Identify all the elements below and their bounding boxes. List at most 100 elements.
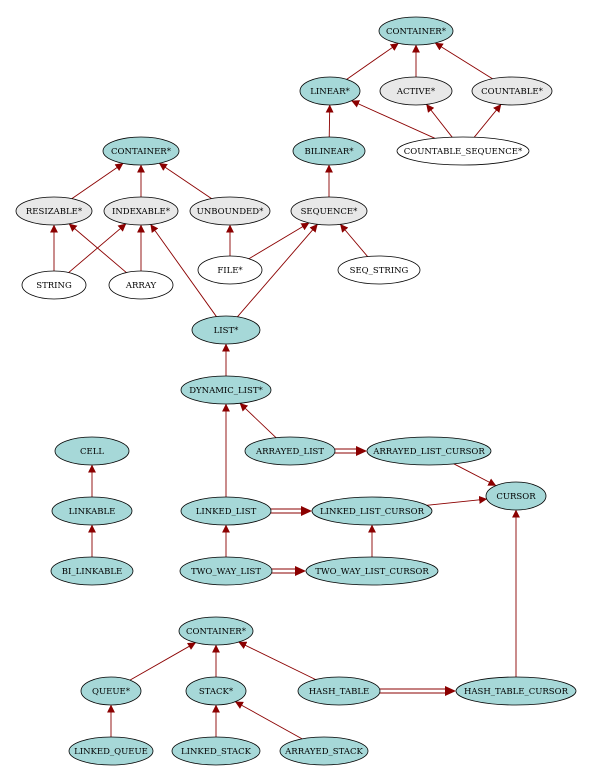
class-node-two-way-list[interactable]: TWO_WAY_LIST: [179, 556, 273, 586]
class-node-queue[interactable]: QUEUE*: [80, 676, 142, 706]
class-node-label: RESIZABLE*: [26, 207, 83, 217]
class-node-seq-string[interactable]: SEQ_STRING: [337, 255, 421, 285]
class-node-ellipse: [185, 676, 247, 706]
class-node-ellipse: [191, 315, 261, 345]
class-node-ellipse: [396, 136, 530, 166]
client-edge-two-way-list-to-two-way-list-cursor: [272, 566, 306, 576]
class-node-ellipse: [50, 556, 134, 586]
class-node-hash-table[interactable]: HASH_TABLE: [297, 676, 381, 706]
class-node-indexable[interactable]: INDEXABLE*: [103, 196, 179, 226]
class-node-ellipse: [171, 736, 261, 766]
class-node-label: ARRAYED_STACK: [284, 747, 363, 757]
client-arrowhead: [445, 686, 456, 696]
edges-layer: [50, 42, 520, 740]
class-node-list[interactable]: LIST*: [191, 315, 261, 345]
class-node-label: LINKED_STACK: [181, 747, 252, 757]
class-node-container-bot[interactable]: CONTAINER*: [178, 616, 254, 646]
inherit-edge-array-to-resizable: [68, 223, 127, 273]
class-node-ellipse: [80, 676, 142, 706]
inherit-edge-countable-to-container-top: [434, 42, 493, 80]
class-node-label: LINKED_QUEUE: [74, 747, 148, 757]
class-node-dynamic-list[interactable]: DYNAMIC_LIST*: [180, 375, 272, 405]
class-node-ellipse: [379, 76, 453, 106]
class-node-label: CONTAINER*: [386, 27, 447, 37]
class-node-label: QUEUE*: [92, 687, 131, 697]
class-node-ellipse: [292, 136, 366, 166]
class-node-arrayed-list-cursor[interactable]: ARRAYED_LIST_CURSOR: [366, 436, 492, 466]
class-node-label: FILE*: [217, 266, 243, 276]
class-node-linked-queue[interactable]: LINKED_QUEUE: [68, 736, 154, 766]
inherit-edge-linear-to-container-top: [346, 42, 399, 80]
inherit-edge-arrayed-list-cursor-to-cursor: [453, 463, 497, 487]
class-node-bilinear[interactable]: BILINEAR*: [292, 136, 366, 166]
class-node-countable-sequence[interactable]: COUNTABLE_SEQUENCE*: [396, 136, 530, 166]
client-edge-linked-list-to-linked-list-cursor: [271, 506, 312, 516]
class-node-label: COUNTABLE*: [481, 87, 544, 97]
class-node-sequence[interactable]: SEQUENCE*: [290, 196, 368, 226]
inherit-edge-countable-sequence-to-countable: [473, 104, 502, 138]
inherit-edge-resizable-to-container-mid: [71, 162, 124, 200]
class-node-linked-stack[interactable]: LINKED_STACK: [171, 736, 261, 766]
class-node-cell[interactable]: CELL: [54, 436, 130, 466]
class-node-ellipse: [180, 496, 272, 526]
class-node-string[interactable]: STRING: [21, 270, 87, 300]
class-node-label: COUNTABLE_SEQUENCE*: [404, 147, 523, 157]
class-node-hash-table-cursor[interactable]: HASH_TABLE_CURSOR: [455, 676, 577, 706]
class-node-label: HASH_TABLE: [309, 687, 369, 697]
class-node-linked-list-cursor[interactable]: LINKED_LIST_CURSOR: [311, 496, 433, 526]
inherit-edge-list-to-sequence: [237, 224, 318, 318]
class-node-array[interactable]: ARRAY: [108, 270, 174, 300]
class-node-ellipse: [471, 76, 553, 106]
class-node-two-way-list-cursor[interactable]: TWO_WAY_LIST_CURSOR: [305, 556, 439, 586]
class-node-ellipse: [102, 136, 180, 166]
class-node-container-mid[interactable]: CONTAINER*: [102, 136, 180, 166]
class-node-label: ARRAYED_LIST: [255, 447, 324, 457]
inherit-edge-bilinear-to-linear: [325, 104, 334, 138]
nodes-layer: CONTAINER* LINEAR* ACTIVE* COUNTABLE* BILINE…: [15, 16, 577, 766]
class-node-ellipse: [311, 496, 433, 526]
client-arrowhead: [301, 506, 312, 516]
class-node-label: STACK*: [199, 687, 234, 697]
class-node-unbounded[interactable]: UNBOUNDED*: [189, 196, 271, 226]
class-node-ellipse: [299, 76, 361, 106]
class-node-file[interactable]: FILE*: [197, 255, 263, 285]
inherit-edge-queue-to-container-bot: [129, 642, 196, 681]
inherit-edge-hash-table-to-container-bot: [238, 641, 316, 680]
class-node-ellipse: [337, 255, 421, 285]
class-node-label: ACTIVE*: [396, 87, 436, 97]
class-node-linked-list[interactable]: LINKED_LIST: [180, 496, 272, 526]
class-node-countable[interactable]: COUNTABLE*: [471, 76, 553, 106]
class-node-ellipse: [54, 436, 130, 466]
class-node-arrayed-list[interactable]: ARRAYED_LIST: [244, 436, 336, 466]
class-node-label: ARRAY: [125, 281, 157, 291]
class-node-label: CELL: [80, 447, 104, 457]
client-arrowhead: [356, 446, 367, 456]
class-node-linear[interactable]: LINEAR*: [299, 76, 361, 106]
class-node-label: DYNAMIC_LIST*: [189, 386, 263, 396]
inherit-edge-file-to-sequence: [248, 222, 310, 260]
inherit-edge-countable-sequence-to-linear: [351, 100, 436, 139]
class-node-label: LINKABLE: [69, 507, 116, 517]
class-node-ellipse: [305, 556, 439, 586]
class-node-label: LINKED_LIST_CURSOR: [320, 507, 425, 517]
class-node-linkable[interactable]: LINKABLE: [51, 496, 133, 526]
class-node-label: SEQ_STRING: [350, 266, 409, 276]
class-node-label: UNBOUNDED*: [197, 207, 264, 217]
client-edge-arrayed-list-to-arrayed-list-cursor: [335, 446, 367, 456]
class-node-ellipse: [197, 255, 263, 285]
class-node-active[interactable]: ACTIVE*: [379, 76, 453, 106]
inherit-edge-seq-string-to-sequence: [339, 224, 368, 257]
class-node-cursor[interactable]: CURSOR: [485, 481, 547, 511]
class-node-container-top[interactable]: CONTAINER*: [378, 16, 454, 46]
class-node-label: TWO_WAY_LIST_CURSOR: [315, 567, 429, 577]
inherit-edge-unbounded-to-container-mid: [158, 162, 212, 199]
class-node-arrayed-stack[interactable]: ARRAYED_STACK: [279, 736, 369, 766]
class-node-label: ARRAYED_LIST_CURSOR: [372, 447, 485, 457]
class-node-resizable[interactable]: RESIZABLE*: [15, 196, 93, 226]
class-node-bi-linkable[interactable]: BI_LINKABLE: [50, 556, 134, 586]
class-node-ellipse: [108, 270, 174, 300]
class-node-ellipse: [455, 676, 577, 706]
class-node-stack[interactable]: STACK*: [185, 676, 247, 706]
class-node-label: TWO_WAY_LIST: [191, 567, 261, 577]
